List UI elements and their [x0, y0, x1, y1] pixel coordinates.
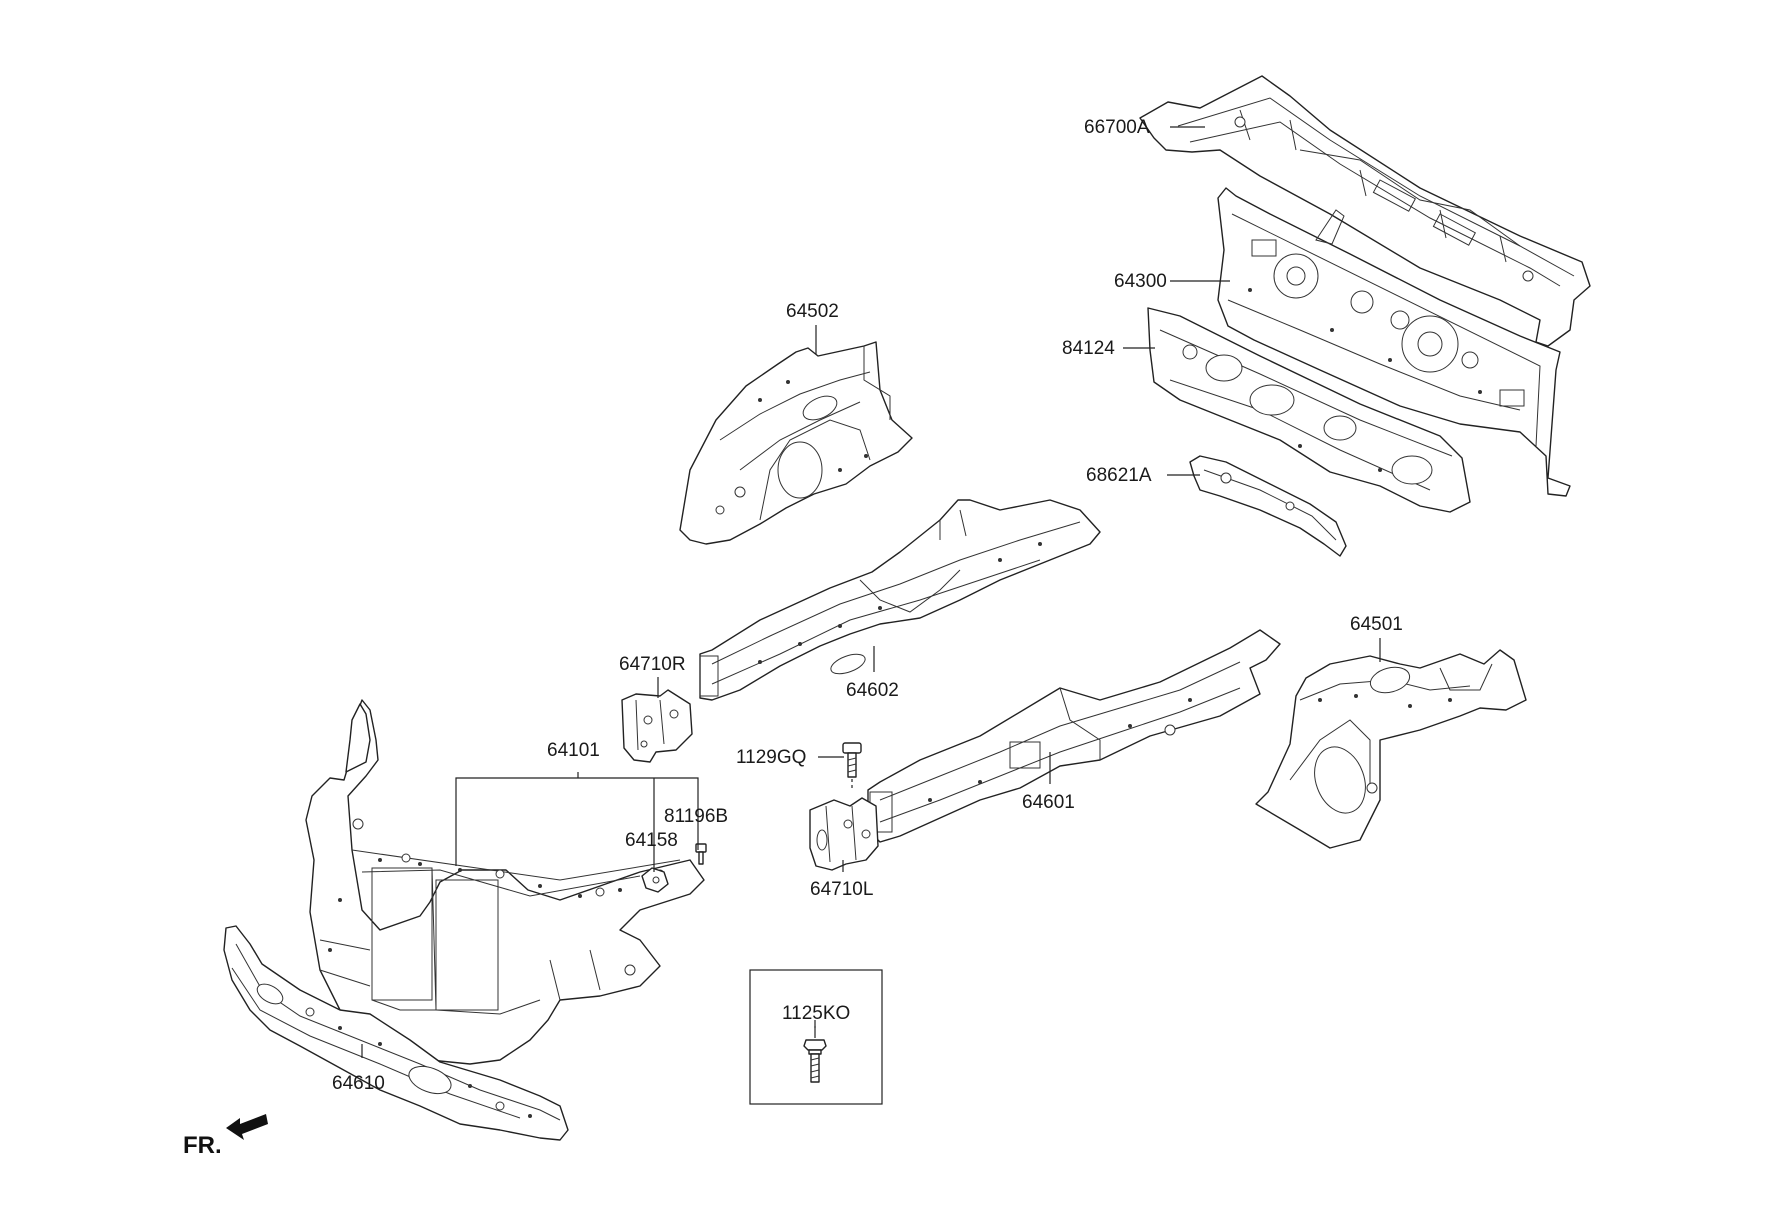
- part-64101-carrier-assy: [305, 699, 705, 1065]
- part-64300-dash-panel: [1217, 187, 1571, 497]
- label-64300: 64300: [1114, 271, 1167, 292]
- label-64158: 64158: [625, 830, 678, 851]
- part-84124-dash-insulator: [1147, 307, 1471, 513]
- part-64610-lower-crossmember: [223, 925, 569, 1141]
- part-64501-fender-apron: [1255, 649, 1527, 849]
- front-direction-indicator: FR.: [183, 1114, 268, 1159]
- part-64601-front-side-member: [867, 629, 1281, 843]
- label-84124: 84124: [1062, 338, 1115, 359]
- front-direction-label: FR.: [183, 1132, 222, 1159]
- label-81196B: 81196B: [664, 806, 728, 827]
- leader-64101-bracket: [455, 772, 699, 872]
- label-64602: 64602: [846, 680, 899, 701]
- part-64602-front-side-member: [699, 499, 1101, 701]
- label-64501: 64501: [1350, 614, 1403, 635]
- inset-box-1125KO: [749, 969, 883, 1105]
- part-1125KO-bolt: [803, 1039, 827, 1083]
- leader-lines: [361, 126, 1381, 1058]
- label-64601: 64601: [1022, 792, 1075, 813]
- part-1129GQ-bolt: [842, 742, 862, 790]
- front-arrow-icon: [226, 1114, 268, 1140]
- label-64710L: 64710L: [810, 879, 873, 900]
- part-64502-fender-apron: [679, 341, 913, 545]
- label-68621A: 68621A: [1086, 465, 1152, 486]
- part-labels: 66700A 64300 84124 68621A 64502 64501 64…: [332, 117, 1403, 1094]
- label-66700A: 66700A: [1084, 117, 1150, 138]
- label-64610: 64610: [332, 1073, 385, 1094]
- label-1125KO: 1125KO: [782, 1003, 850, 1024]
- part-68621A-bracket: [1189, 455, 1347, 557]
- part-64710R-bracket: [621, 689, 693, 763]
- part-64710L-bracket: [809, 797, 879, 871]
- label-64710R: 64710R: [619, 654, 686, 675]
- label-1129GQ: 1129GQ: [736, 747, 806, 768]
- part-66700A-cowl-panel: [1139, 75, 1591, 347]
- label-64101: 64101: [547, 740, 600, 761]
- label-64502: 64502: [786, 301, 839, 322]
- part-64158-bracket: [641, 867, 669, 893]
